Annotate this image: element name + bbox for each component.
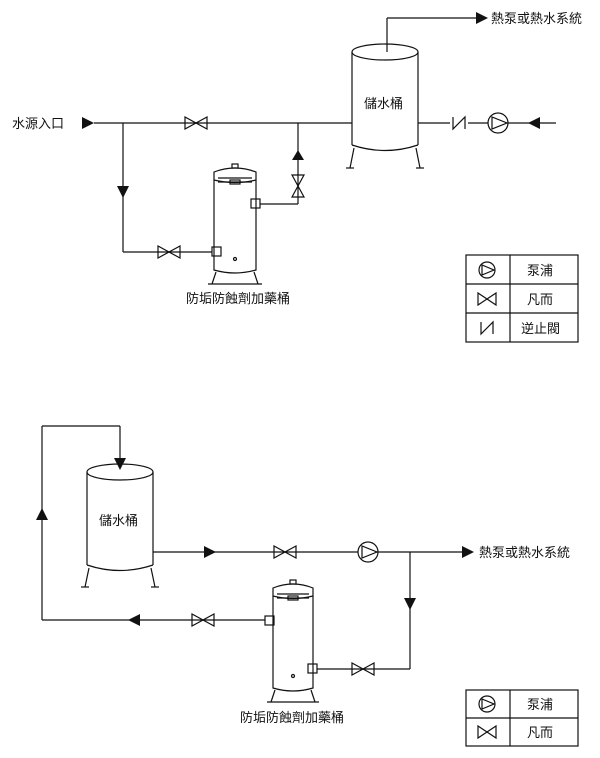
valve-icon (191, 612, 215, 628)
diagram-2: 儲水桶 熱泵或熱水系統 (36, 425, 579, 747)
pump-icon (478, 695, 496, 713)
valve-icon (477, 724, 497, 740)
flow-arrow-icon (117, 186, 129, 198)
outlet-label: 熱泵或熱水系統 (479, 546, 570, 561)
valve-icon (184, 115, 208, 131)
flow-arrow-icon (36, 508, 48, 520)
legend-2: 泵浦 凡而 (465, 689, 579, 747)
storage-tank-label: 儲水桶 (99, 514, 138, 529)
flow-arrow-icon (204, 546, 216, 558)
flow-arrow-icon (292, 150, 304, 160)
pump-icon (478, 261, 496, 279)
valve-icon (273, 544, 297, 560)
outlet-label: 熱泵或熱水系統 (491, 12, 582, 27)
legend-label: 泵浦 (527, 264, 553, 279)
valve-icon (157, 244, 181, 260)
diagram-1: 水源入口 (12, 12, 582, 343)
storage-tank (81, 463, 159, 588)
check-valve-icon (480, 320, 494, 336)
valve-icon (290, 174, 306, 198)
inlet-port (211, 246, 222, 257)
dosing-tank-label: 防垢防蝕劑加藥桶 (186, 291, 290, 307)
flow-arrow-icon (462, 546, 474, 558)
storage-tank-label: 儲水桶 (364, 97, 403, 112)
dosing-tank-label: 防垢防蝕劑加藥桶 (240, 710, 344, 726)
flow-arrow-icon (404, 598, 416, 610)
inlet-label: 水源入口 (12, 117, 64, 132)
legend-label: 逆止閥 (521, 321, 560, 337)
dosing-tank (208, 163, 262, 285)
pump-icon (357, 541, 379, 563)
dosing-tank (267, 579, 319, 703)
flow-arrow-icon (476, 12, 488, 24)
pump-icon (487, 112, 509, 134)
legend-1: 泵浦 凡而 逆止閥 (465, 254, 579, 343)
valve-icon (477, 291, 497, 307)
legend-label: 凡而 (527, 726, 553, 741)
legend-label: 凡而 (527, 293, 553, 308)
flow-arrow-icon (128, 614, 140, 626)
storage-tank (346, 43, 424, 169)
valve-icon (351, 661, 375, 677)
flow-arrow-icon (82, 117, 94, 129)
flow-arrow-icon (528, 117, 540, 129)
legend-label: 泵浦 (527, 698, 553, 713)
check-valve-icon (450, 115, 468, 131)
